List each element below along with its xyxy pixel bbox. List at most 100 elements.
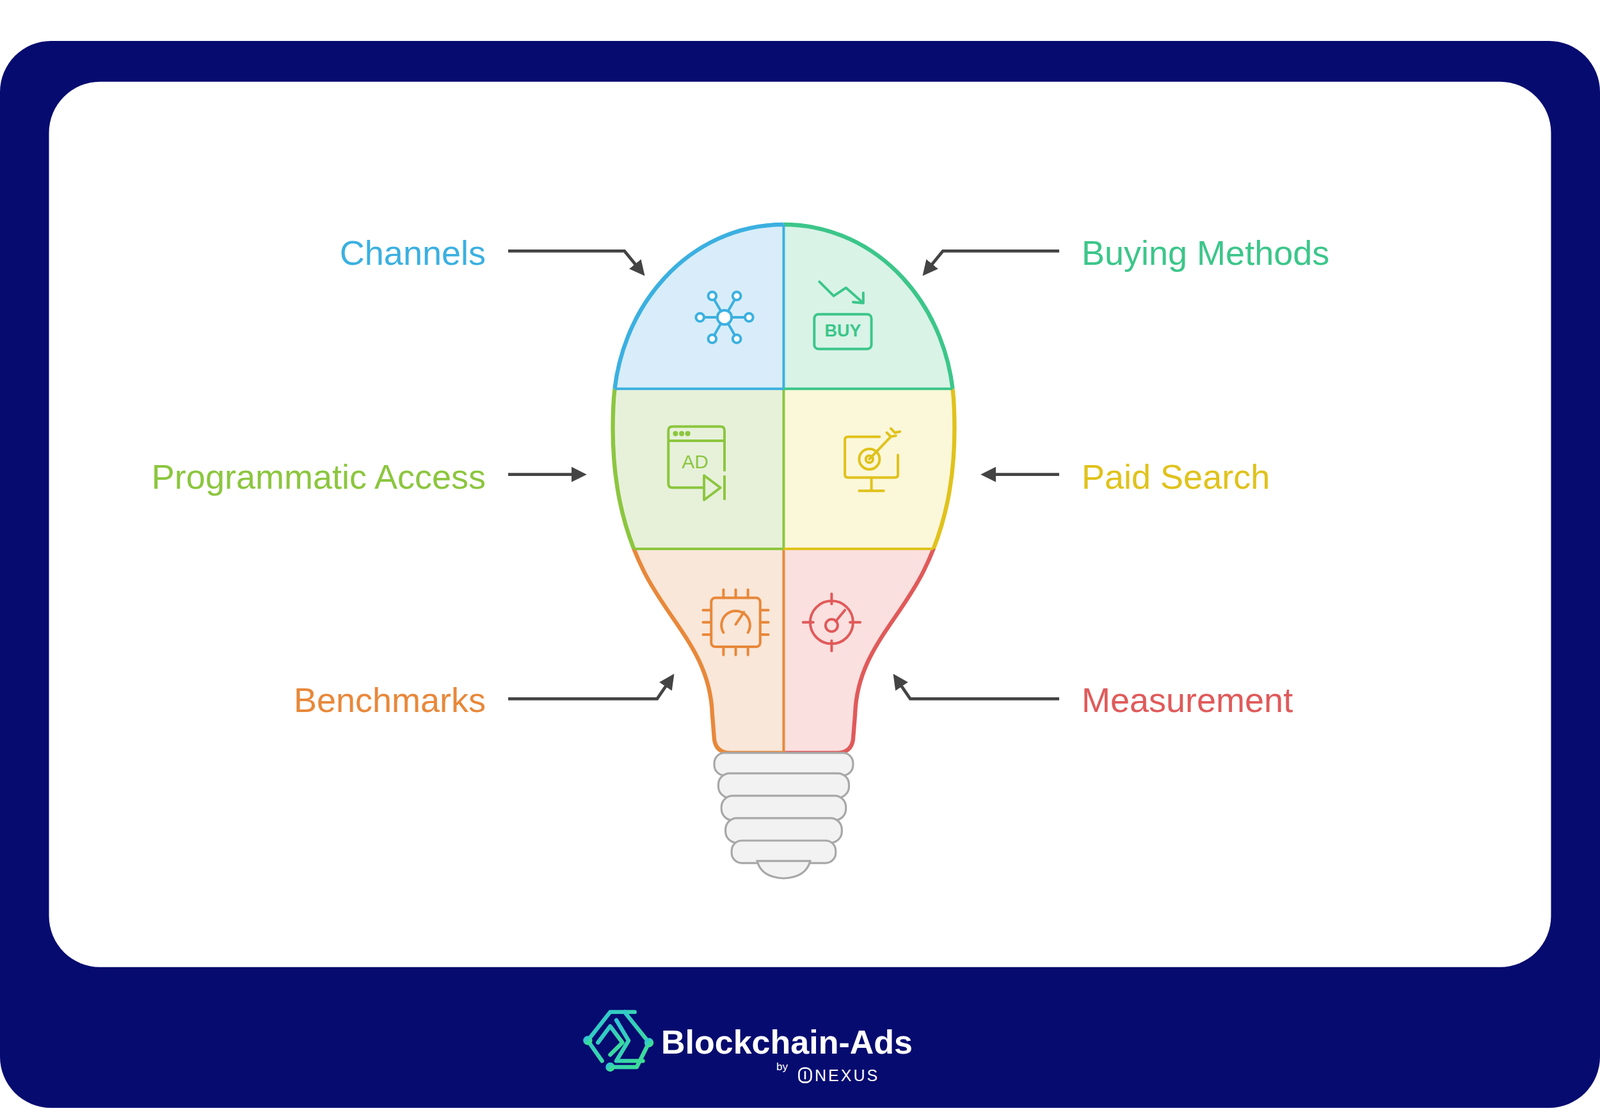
- icon-stroke: [830, 593, 833, 605]
- brand-partner: NEXUS: [814, 1066, 880, 1086]
- segment-buying: [783, 224, 955, 390]
- brand-logo-icon: [584, 1012, 652, 1071]
- segment-programmatic: [613, 389, 784, 550]
- icon-stroke: [760, 609, 769, 612]
- icon-stroke: [734, 647, 738, 656]
- icon-stroke: [734, 590, 738, 599]
- icon-stroke: [680, 432, 683, 436]
- icon-stroke: [890, 428, 900, 433]
- icon-stroke: [869, 437, 891, 460]
- leader-arrow: [508, 676, 673, 699]
- segment-paid-search: [783, 389, 955, 550]
- bulb-base: [714, 753, 854, 879]
- segment-label: Programmatic Access: [151, 456, 486, 497]
- icon-stroke: [711, 598, 761, 648]
- icon-stroke: [721, 647, 725, 656]
- icon-stroke: [870, 477, 873, 490]
- segment-label: Buying Methods: [1081, 232, 1330, 273]
- navy-frame: [0, 40, 1600, 1108]
- icon-stroke: [736, 612, 745, 625]
- bulb-segments: [602, 224, 970, 756]
- nexus-mark: [798, 1068, 811, 1083]
- leader-arrow: [508, 472, 584, 477]
- logo-stroke: [646, 1040, 652, 1046]
- divider-line: [602, 547, 784, 551]
- leader-arrow: [983, 472, 1060, 477]
- segment-label: Paid Search: [1081, 456, 1270, 497]
- segment-channels: [613, 224, 784, 390]
- screw-ring: [718, 773, 849, 799]
- segment-label: Benchmarks: [293, 680, 486, 720]
- logo-stroke: [597, 1026, 623, 1056]
- screw-ring: [714, 753, 854, 776]
- icon-stroke: [686, 432, 690, 436]
- white-panel: [49, 81, 1552, 968]
- nexus-mark-stroke: [798, 1068, 811, 1083]
- divider-line: [602, 387, 784, 391]
- screw-ring: [721, 796, 847, 821]
- screw-ring: [731, 840, 836, 864]
- segment-benchmarks: [613, 549, 784, 754]
- icon-stroke: [760, 621, 769, 624]
- icon-stroke: [703, 609, 712, 612]
- screw-ring: [725, 818, 843, 843]
- icon-stroke: [810, 600, 854, 644]
- icon-stroke: [732, 334, 742, 344]
- ad-window-icon: [668, 426, 725, 501]
- icon-stroke: [668, 426, 725, 489]
- icon-stroke: [744, 313, 754, 322]
- icon-text: BUY: [824, 321, 861, 342]
- brand-byline: by: [776, 1061, 788, 1074]
- nexus-mark-stroke: [804, 1071, 807, 1080]
- crosshair-gauge-icon: [803, 593, 861, 651]
- icon-text: AD: [681, 451, 709, 474]
- target-monitor-icon: [844, 428, 900, 491]
- segment-measurement: [783, 549, 955, 754]
- logo-stroke: [607, 1064, 613, 1071]
- network-icon: [695, 291, 753, 344]
- leader-arrows: [508, 250, 1060, 699]
- divider-line: [782, 224, 785, 390]
- screw-tip: [757, 861, 811, 879]
- segment-label: Measurement: [1081, 680, 1293, 720]
- icon-stroke: [853, 293, 864, 304]
- divider-line: [783, 547, 969, 551]
- icon-stroke: [708, 334, 717, 344]
- icon-stroke: [708, 291, 717, 301]
- icon-stroke: [819, 281, 863, 303]
- icon-stroke: [746, 647, 750, 656]
- icon-stroke: [835, 610, 845, 623]
- divider-line: [782, 549, 785, 756]
- icon-stroke: [844, 437, 898, 479]
- icon-stroke: [704, 475, 721, 500]
- brand-name: Blockchain-Ads: [661, 1024, 913, 1063]
- logo-stroke: [609, 1012, 649, 1068]
- icon-stroke: [721, 590, 725, 599]
- icon-stroke: [814, 314, 872, 349]
- icon-stroke: [858, 489, 884, 493]
- icon-stroke: [717, 310, 732, 325]
- icon-stroke: [760, 633, 769, 637]
- divider-line: [783, 387, 969, 391]
- icon-stroke: [723, 475, 726, 500]
- icon-stroke: [695, 313, 704, 322]
- icon-stroke: [746, 590, 750, 599]
- chip-gauge-icon: [703, 590, 769, 656]
- icon-stroke: [668, 439, 725, 443]
- leader-arrow: [924, 250, 1060, 274]
- leader-arrow: [894, 676, 1060, 699]
- icon-stroke: [830, 641, 833, 652]
- icon-stroke: [849, 621, 861, 624]
- leader-arrow: [508, 250, 643, 274]
- icon-stroke: [703, 633, 712, 637]
- icon-stroke: [732, 291, 742, 301]
- segment-label: Channels: [339, 232, 486, 273]
- logo-stroke: [584, 1038, 591, 1044]
- icon-stroke: [803, 621, 814, 624]
- icon-stroke: [721, 611, 751, 633]
- buy-icon: [814, 281, 872, 349]
- icon-stroke: [673, 432, 677, 436]
- divider-line: [782, 389, 785, 550]
